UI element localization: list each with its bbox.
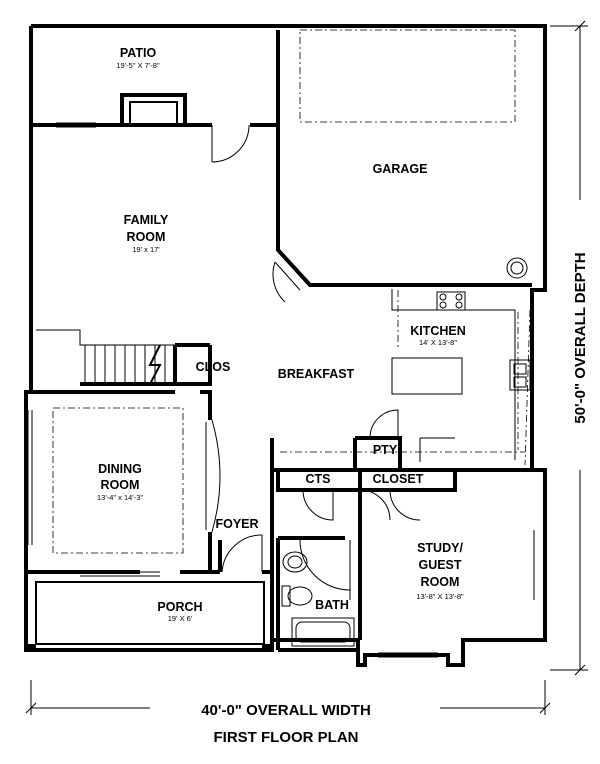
plan-title: FIRST FLOOR PLAN [214, 729, 359, 746]
kitchen-label: KITCHEN [410, 324, 466, 338]
study-label-1: STUDY/ [417, 541, 463, 555]
clos-walls [175, 343, 212, 386]
clos-label: CLOS [196, 360, 231, 374]
dining-walls [26, 390, 221, 574]
study-windows [378, 530, 535, 658]
bath-label: BATH [315, 598, 349, 612]
study-label-2: GUEST [418, 558, 461, 572]
foyer-walls [218, 534, 272, 574]
garage-walls [276, 29, 532, 287]
bath-walls [270, 520, 360, 652]
dining-room-label-2: ROOM [101, 478, 140, 492]
family-room-label-2: ROOM [127, 230, 166, 244]
closet-label: CLOSET [373, 472, 424, 486]
overall-width-label: 40'-0" OVERALL WIDTH [201, 702, 371, 719]
porch-label: PORCH [157, 600, 202, 614]
cts-label: CTS [306, 472, 331, 486]
pty-label: PTY [373, 443, 398, 457]
porch-size: 19' X 6' [168, 614, 193, 623]
study-label-3: ROOM [421, 575, 460, 589]
patio-family-walls [31, 93, 301, 303]
family-room-label-1: FAMILY [124, 213, 169, 227]
porch-walls [28, 571, 270, 652]
patio-label: PATIO [120, 46, 157, 60]
patio-size: 19'-5" X 7'-8" [116, 61, 160, 70]
dining-room-label-1: DINING [98, 462, 142, 476]
kitchen-fixtures [280, 289, 531, 466]
stairs [36, 329, 177, 386]
foyer-label: FOYER [215, 517, 258, 531]
overall-depth-label: 50'-0" OVERALL DEPTH [572, 252, 589, 423]
study-size: 13'-8" X 13'-8" [416, 592, 464, 601]
garage-label: GARAGE [373, 162, 428, 176]
pty-cts-closet-walls [270, 409, 532, 640]
dining-room-size: 13'-4" x 14'-3" [97, 493, 143, 502]
breakfast-label: BREAKFAST [278, 367, 355, 381]
kitchen-size: 14' X 13'-8" [419, 338, 457, 347]
family-room-size: 19' x 17' [132, 245, 160, 254]
